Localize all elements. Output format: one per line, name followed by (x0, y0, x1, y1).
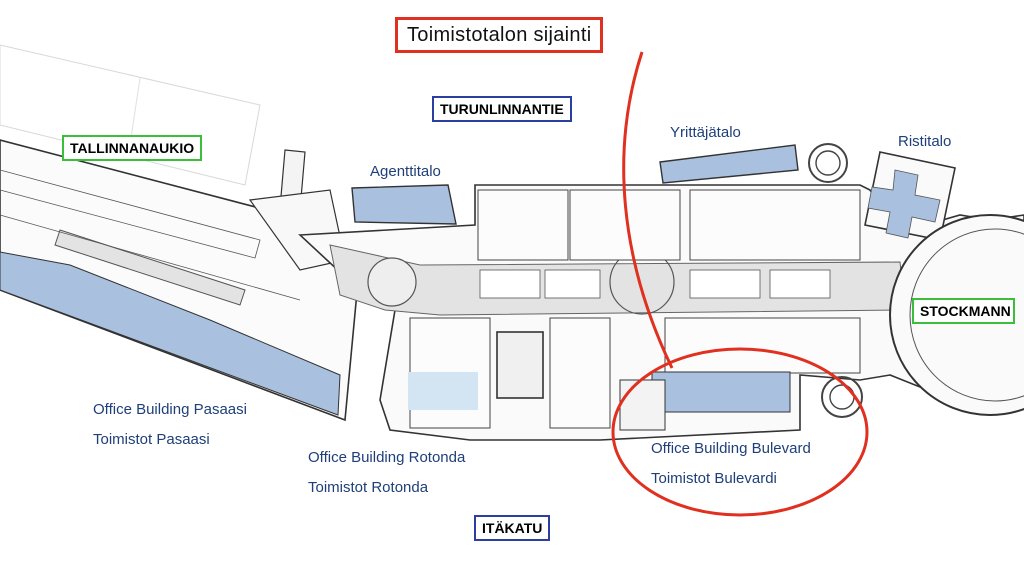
rotonda-office-area (408, 372, 478, 410)
pasaasi-wing (0, 139, 361, 422)
square-label-tallinnanaukio: TALLINNANAUKIO (62, 135, 203, 161)
pasaasi-inner-corridor (54, 229, 246, 306)
office-label-bulevard-en: Office Building Bulevard (651, 440, 811, 457)
pasaasi-upper-rooms (0, 169, 261, 259)
office-label-rotonda-fi: Toimistot Rotonda (308, 479, 429, 496)
office-label-pasaasi-en: Office Building Pasaasi (93, 401, 247, 418)
street-label-turunlinnantie: TURUNLINNANTIE (432, 96, 572, 122)
rotonda-plaza (367, 257, 417, 307)
pasaasi-wall (0, 214, 301, 301)
pasaasi-office-block (0, 251, 341, 416)
agenttitalo-building (351, 184, 457, 225)
building-label-ristitalo: Ristitalo (898, 133, 952, 150)
yrittajatalo-spiral (808, 143, 848, 183)
bulevard-spiral-inner (829, 384, 855, 410)
shop-row-1 (479, 269, 541, 299)
street-label-itakatu: ITÄKATU (474, 515, 551, 541)
ristitalo-cross (867, 169, 941, 239)
mall-body (298, 184, 1024, 441)
north-shop-3 (689, 189, 861, 261)
south-shop-2 (496, 331, 544, 399)
south-shop-4 (664, 317, 861, 374)
south-shop-3 (549, 317, 611, 429)
shop-row-3 (689, 269, 761, 299)
callout-ellipse (611, 347, 869, 517)
bulevard-stairs (619, 379, 666, 431)
shop-row-2 (544, 269, 601, 299)
bulevard-spiral (821, 376, 863, 418)
central-corridor (329, 244, 906, 316)
empty-lot-outline (0, 44, 261, 186)
yrittajatalo-building (659, 144, 799, 184)
building-label-agenttitalo: Agenttitalo (370, 163, 441, 180)
office-label-pasaasi-fi: Toimistot Pasaasi (93, 431, 210, 448)
callout-leader-line (622, 51, 674, 369)
stockmann-inner (909, 228, 1024, 402)
square-label-stockmann: STOCKMANN (912, 298, 1015, 324)
yrittajatalo-spiral-inner (815, 150, 841, 176)
building-label-yrittajatalo: Yrittäjätalo (670, 124, 741, 141)
north-shop-1 (477, 189, 569, 261)
shop-row-4 (769, 269, 831, 299)
bulevard-office-block (651, 371, 791, 413)
office-label-rotonda-en: Office Building Rotonda (308, 449, 466, 466)
location-callout: Toimistotalon sijainti (395, 17, 604, 53)
office-label-bulevard-fi: Toimistot Bulevardi (651, 470, 777, 487)
